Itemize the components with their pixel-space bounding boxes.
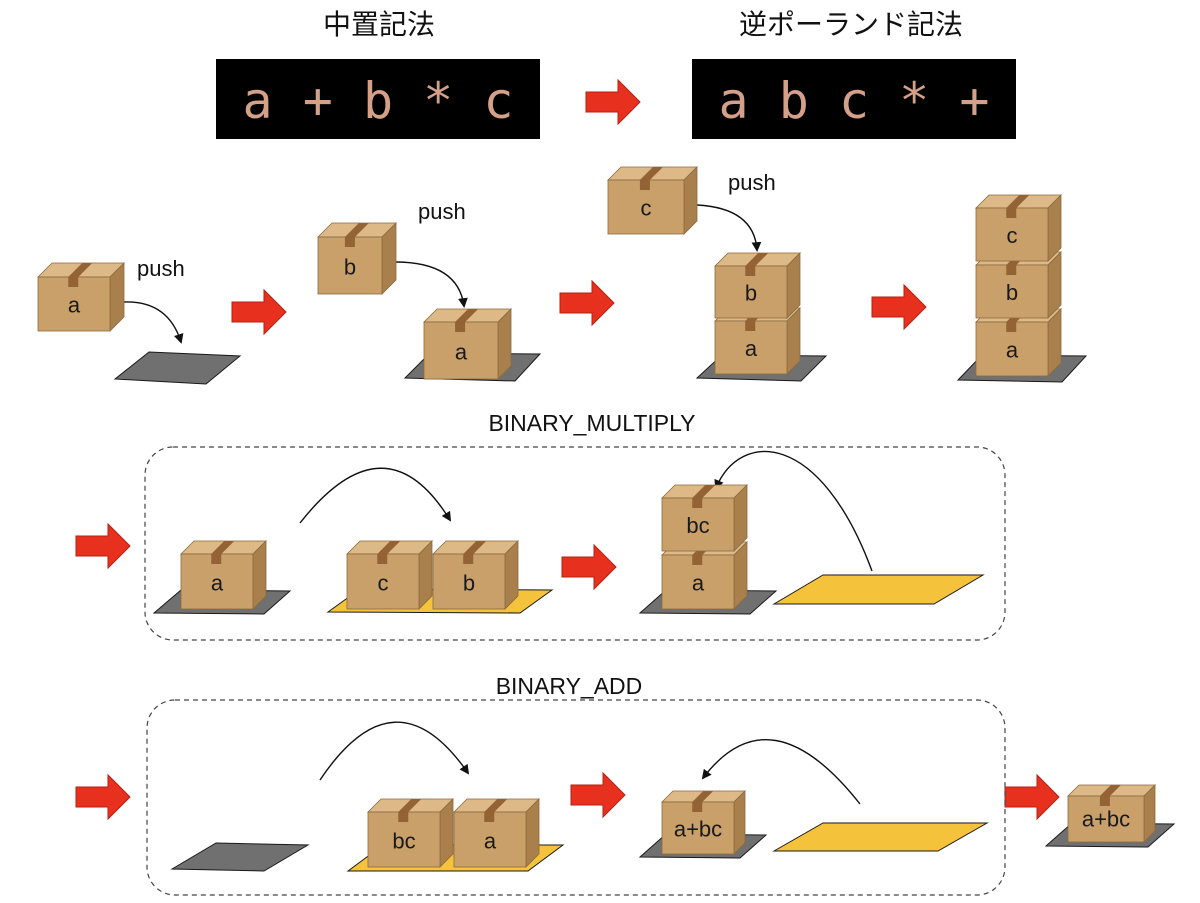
- rpn-heading: 逆ポーランド記法: [739, 8, 963, 41]
- pop-arrow-add: [319, 721, 470, 781]
- infix-expression: a + b * c: [243, 72, 514, 130]
- pop-arrow-multiply: [299, 467, 452, 524]
- stack-box: bc: [661, 484, 748, 552]
- stack-box: a: [661, 541, 748, 610]
- box-label: b: [745, 280, 757, 305]
- box-label: b: [344, 255, 356, 280]
- push-label: push: [728, 170, 776, 195]
- rpn-expression: a b c * +: [719, 72, 990, 130]
- push-arrow-c: [696, 204, 762, 252]
- stack-box: a: [37, 262, 125, 332]
- operand-workspace: [772, 822, 989, 852]
- box-label: c: [641, 196, 652, 221]
- infix-code-box: [216, 59, 540, 139]
- flow-arrow-icon: [561, 543, 617, 591]
- box-label: c: [378, 570, 389, 595]
- add-section-frame: [146, 699, 1006, 896]
- flow-arrow-icon: [1004, 773, 1060, 821]
- flow-arrow-icon: [559, 279, 615, 327]
- result-arrow-add: [701, 739, 861, 805]
- push-label: push: [137, 256, 185, 281]
- box-label: a: [1006, 338, 1019, 363]
- box-label: a: [68, 293, 81, 318]
- box-label: b: [1006, 280, 1018, 305]
- multiply-section-title: BINARY_MULTIPLY: [488, 410, 695, 436]
- push-label: push: [418, 199, 466, 224]
- flow-arrow-icon: [75, 773, 131, 821]
- push-arrow-b: [394, 261, 468, 308]
- box-label: a+bc: [674, 816, 722, 841]
- stack-box: c: [607, 166, 698, 235]
- stack-box: b: [317, 222, 397, 295]
- flow-arrow-icon: [231, 288, 287, 336]
- box-label: a: [745, 336, 758, 361]
- stack-box: bc: [367, 798, 454, 868]
- box-label: a: [211, 570, 224, 595]
- stack-box: c: [975, 194, 1062, 262]
- box-label: bc: [686, 513, 709, 538]
- multiply-section-frame: [144, 446, 1006, 641]
- infix-heading: 中置記法: [323, 8, 435, 41]
- stack-box: b: [714, 252, 801, 319]
- box-label: a: [455, 340, 468, 365]
- operand-workspace: [772, 574, 985, 605]
- stack-box: a+bc: [661, 790, 746, 855]
- flow-arrow-icon: [570, 771, 626, 819]
- stack-box: a+bc: [1067, 784, 1156, 843]
- stack-box: a: [453, 798, 540, 868]
- rpn-code-box: [692, 59, 1016, 139]
- stack-box: b: [975, 251, 1062, 319]
- box-label: a: [692, 571, 705, 596]
- box-label: a: [484, 828, 497, 853]
- box-label: b: [463, 570, 475, 595]
- flow-arrows: [75, 78, 1060, 821]
- flow-arrow-icon: [871, 283, 927, 331]
- empty-stack-platform: [113, 351, 242, 385]
- stack-box: b: [432, 540, 519, 610]
- flow-arrow-icon: [75, 522, 131, 570]
- stack-box: c: [346, 540, 433, 610]
- add-section-title: BINARY_ADD: [496, 673, 643, 699]
- box-label: bc: [392, 828, 415, 853]
- stack-box: a: [975, 308, 1062, 377]
- box-label: a+bc: [1082, 806, 1130, 831]
- stack-box: a: [423, 308, 512, 380]
- result-arrow-multiply: [714, 450, 873, 572]
- stack-box: a: [180, 540, 267, 610]
- push-arrow-a: [122, 301, 184, 344]
- flow-arrow-icon: [585, 78, 641, 126]
- box-label: c: [1007, 223, 1018, 248]
- empty-stack-platform: [170, 842, 310, 872]
